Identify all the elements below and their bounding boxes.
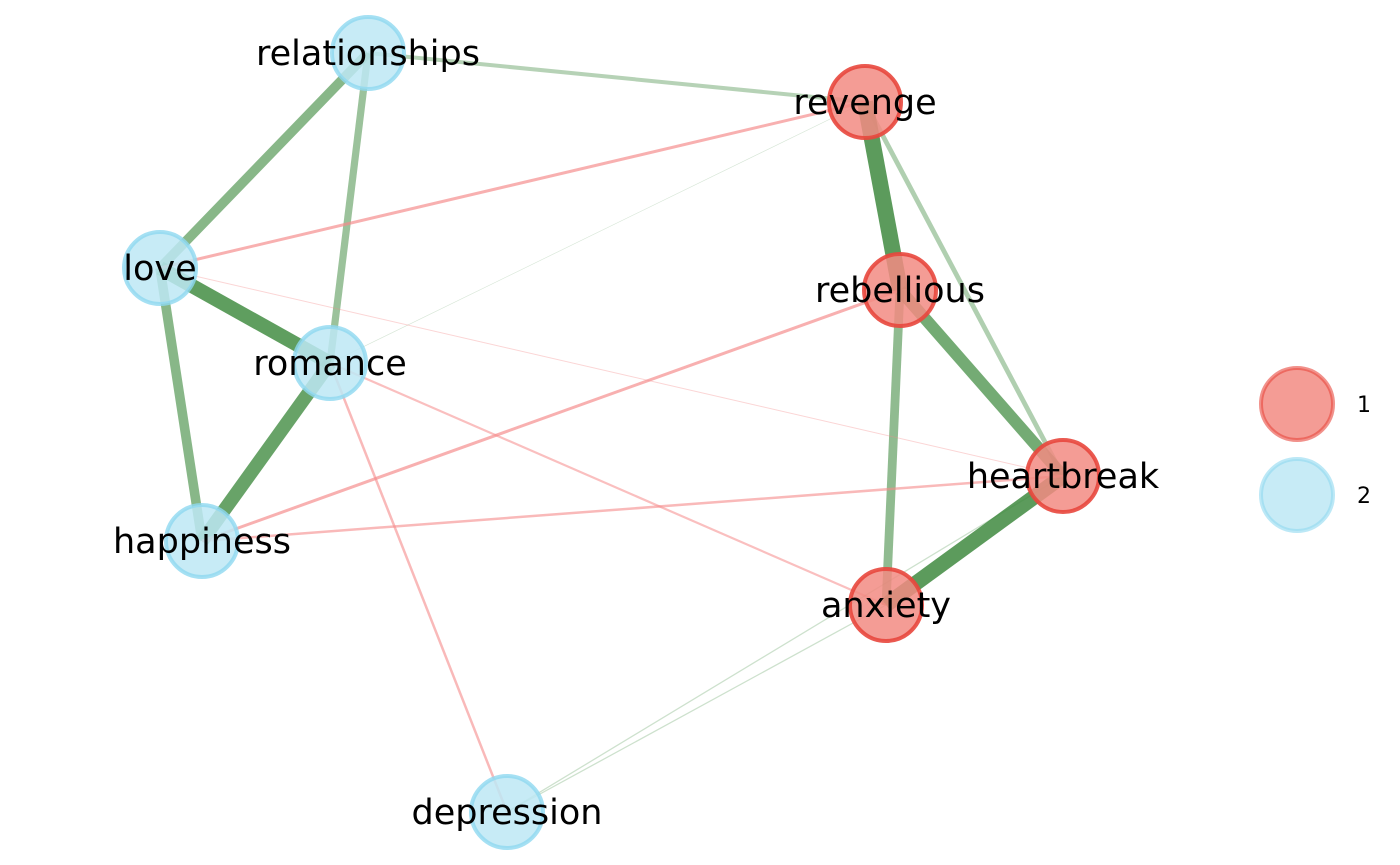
edge-happiness-heartbreak bbox=[201, 474, 1064, 543]
node-label-romance: romance bbox=[253, 344, 407, 384]
node-revenge[interactable] bbox=[827, 64, 903, 140]
edge-love-revenge bbox=[159, 100, 866, 270]
node-rebellious[interactable] bbox=[862, 252, 938, 328]
node-anxiety[interactable] bbox=[848, 567, 924, 643]
edge-love-heartbreak bbox=[159, 267, 1064, 477]
node-label-rebellious: rebellious bbox=[815, 271, 985, 311]
edge-romance-depression bbox=[328, 362, 509, 813]
node-label-anxiety: anxiety bbox=[821, 586, 951, 626]
edge-depression-anxiety bbox=[506, 604, 887, 813]
edges-layer bbox=[155, 49, 1068, 813]
node-happiness[interactable] bbox=[164, 503, 240, 579]
edge-relationships-love bbox=[156, 49, 372, 272]
edge-happiness-rebellious bbox=[201, 288, 901, 543]
node-label-heartbreak: heartbreak bbox=[967, 457, 1160, 497]
nodes-layer bbox=[122, 15, 1101, 850]
edge-rebellious-heartbreak bbox=[895, 286, 1068, 480]
legend-swatch-group-1 bbox=[1259, 366, 1335, 442]
node-depression[interactable] bbox=[469, 774, 545, 850]
node-label-relationships: relationships bbox=[256, 34, 480, 74]
legend-label-group-1: 1 bbox=[1357, 393, 1371, 418]
edge-revenge-romance bbox=[329, 101, 866, 364]
node-romance[interactable] bbox=[292, 325, 368, 401]
legend-swatch-group-2 bbox=[1259, 457, 1335, 533]
legend: 12 bbox=[1259, 366, 1371, 533]
labels-layer: relationships revenge love rebellious romanc… bbox=[113, 34, 1160, 833]
node-label-love: love bbox=[123, 249, 196, 289]
edge-revenge-heartbreak bbox=[862, 100, 1066, 478]
legend-label-group-2: 2 bbox=[1357, 484, 1371, 509]
edge-relationships-romance bbox=[326, 52, 372, 364]
node-label-revenge: revenge bbox=[793, 83, 936, 123]
node-label-happiness: happiness bbox=[113, 522, 291, 562]
node-love[interactable] bbox=[122, 230, 198, 306]
node-relationships[interactable] bbox=[330, 15, 406, 91]
node-heartbreak[interactable] bbox=[1025, 438, 1101, 514]
node-label-depression: depression bbox=[412, 793, 603, 833]
edge-relationships-revenge bbox=[367, 51, 866, 104]
edge-love-happiness bbox=[155, 267, 207, 542]
edge-rebellious-anxiety bbox=[881, 289, 905, 606]
edge-romance-anxiety bbox=[329, 361, 887, 607]
edge-depression-heartbreak bbox=[506, 475, 1064, 813]
